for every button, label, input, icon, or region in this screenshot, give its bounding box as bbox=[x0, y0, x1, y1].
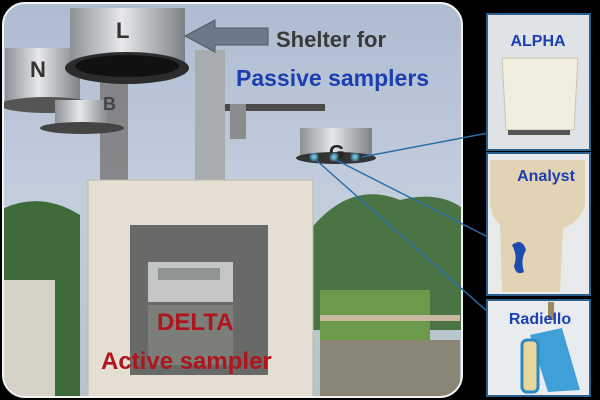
inset-alpha: ALPHA bbox=[486, 13, 591, 151]
main-photo: N B L G bbox=[3, 3, 462, 397]
shelter-label-B: B bbox=[103, 94, 116, 114]
inset-label-analyst: Analyst bbox=[517, 168, 575, 185]
inset-label-radiello: Radiello bbox=[509, 311, 571, 328]
shelter-L: L bbox=[65, 8, 189, 84]
photo-border bbox=[2, 2, 463, 398]
inset-label-alpha: ALPHA bbox=[510, 33, 566, 50]
shelter-B: B bbox=[40, 94, 124, 134]
active-sampler-caption: Active sampler bbox=[101, 348, 272, 375]
shelter-G: G bbox=[296, 128, 376, 164]
passive-samplers-caption: Passive samplers bbox=[236, 65, 429, 91]
inset-analyst: Analyst bbox=[486, 152, 591, 296]
shelter-label-N: N bbox=[30, 57, 46, 82]
inset-radiello: Radiello bbox=[486, 299, 591, 397]
delta-caption: DELTA bbox=[157, 309, 233, 336]
delta-box bbox=[87, 179, 314, 397]
sampler-lights bbox=[310, 153, 359, 161]
shelter-caption: Shelter for bbox=[276, 27, 386, 52]
shelter-label-L: L bbox=[116, 18, 129, 43]
arrow-icon bbox=[183, 19, 269, 53]
callout-lines bbox=[315, 132, 489, 313]
